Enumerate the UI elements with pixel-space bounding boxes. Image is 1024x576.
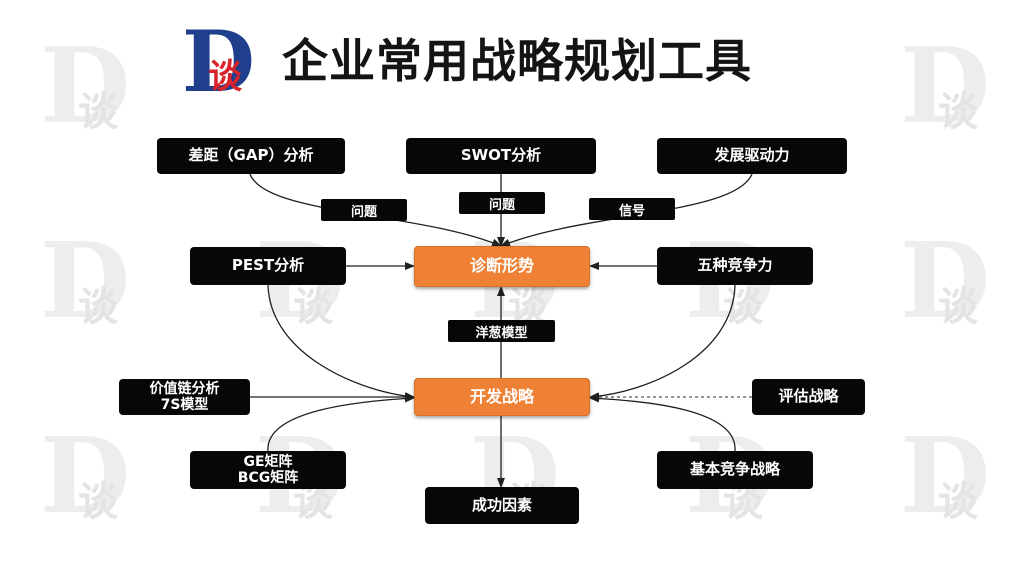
- node-evaluate-strategy: 评估战略: [752, 379, 865, 415]
- header: D 谈 企业常用战略规划工具: [182, 12, 822, 111]
- node-five-forces: 五种竞争力: [657, 247, 813, 285]
- logo: D 谈: [182, 12, 264, 111]
- edge-label-gap-issue: 问题: [321, 199, 407, 221]
- node-develop-strategy: 开发战略: [414, 378, 590, 416]
- node-success-factors: 成功因素: [425, 487, 579, 524]
- edge-label-onion-model: 洋葱模型: [448, 320, 555, 342]
- edge-label-swot-issue: 问题: [459, 192, 545, 214]
- node-development-driver: 发展驱动力: [657, 138, 847, 174]
- logo-letter: D: [182, 12, 255, 111]
- edge-gebcg-to-develop: [267, 394, 415, 452]
- node-gap-analysis: 差距（GAP）分析: [157, 138, 345, 174]
- node-ge-bcg-matrix: GE矩阵 BCG矩阵: [190, 451, 346, 489]
- edge-label-driver-signal: 信号: [589, 198, 675, 220]
- node-diagnose-situation: 诊断形势: [414, 246, 590, 287]
- node-generic-competitive-strategy: 基本竞争战略: [657, 451, 813, 489]
- edge-fiveforces-to-develop: [589, 284, 736, 401]
- node-value-chain-7s: 价值链分析 7S模型: [119, 379, 250, 415]
- edge-generic-to-develop: [589, 394, 736, 452]
- node-pest-analysis: PEST分析: [190, 247, 346, 285]
- logo-char: 谈: [208, 57, 242, 97]
- page-title: 企业常用战略规划工具: [282, 34, 752, 88]
- edge-pest-to-develop: [267, 284, 415, 401]
- node-swot-analysis: SWOT分析: [406, 138, 596, 174]
